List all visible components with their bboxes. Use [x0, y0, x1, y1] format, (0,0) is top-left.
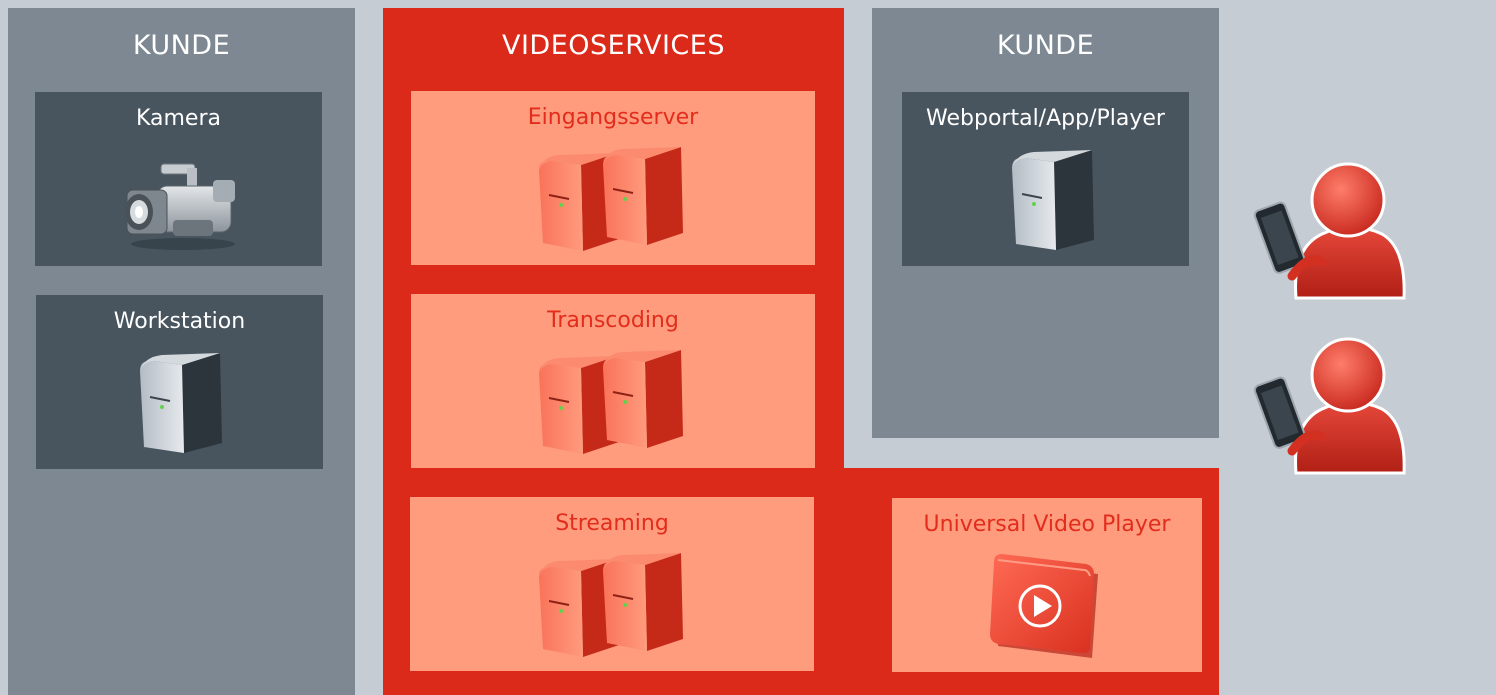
kamera-box: Kamera	[35, 92, 322, 266]
webportal-label: Webportal/App/Player	[926, 106, 1165, 131]
transcoding-box: Transcoding	[411, 294, 815, 468]
user-with-phone-icon	[1253, 337, 1406, 475]
column-title-right: KUNDE	[996, 30, 1095, 61]
workstation-box: Workstation	[36, 295, 323, 469]
transcoding-label: Transcoding	[547, 308, 679, 333]
webportal-box: Webportal/App/Player	[902, 92, 1189, 266]
column-title-center: VIDEOSERVICES	[501, 30, 725, 61]
server-icon	[1012, 150, 1094, 250]
user-with-phone-icon	[1253, 162, 1406, 300]
server-pair-icon	[539, 350, 683, 454]
video-player-icon	[990, 554, 1098, 658]
eingangsserver-label: Eingangsserver	[527, 105, 699, 130]
universal-video-player-box: Universal Video Player	[892, 498, 1202, 672]
streaming-label: Streaming	[555, 511, 669, 536]
column-title-left: KUNDE	[132, 30, 231, 61]
workstation-label: Workstation	[113, 309, 246, 334]
video-camera-icon	[125, 163, 235, 250]
universal-video-player-label: Universal Video Player	[923, 512, 1171, 537]
kamera-label: Kamera	[135, 106, 221, 131]
server-pair-icon	[539, 553, 683, 657]
server-pair-icon	[539, 147, 683, 251]
server-icon	[140, 353, 222, 453]
eingangsserver-box: Eingangsserver	[411, 91, 815, 265]
streaming-box: Streaming	[410, 497, 814, 671]
